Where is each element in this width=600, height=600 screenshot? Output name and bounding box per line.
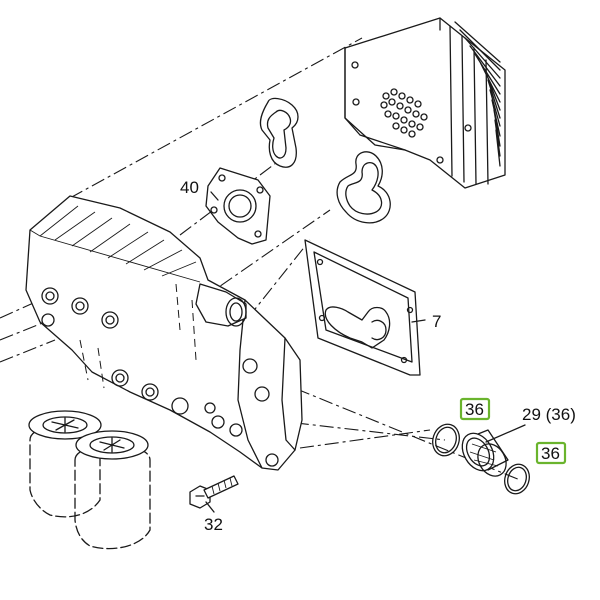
gasket-40 <box>205 167 271 245</box>
bolt-32 <box>189 475 239 509</box>
callout-36-left[interactable]: 36 <box>465 400 484 419</box>
housing-bores <box>41 287 243 437</box>
oil-cooler <box>344 17 506 189</box>
cooler-port-gasket-upper <box>259 97 299 168</box>
oil-filters <box>28 410 151 550</box>
sleeve-29 <box>461 429 509 477</box>
callout-32: 32 <box>204 515 223 534</box>
callout-36-right[interactable]: 36 <box>541 444 560 463</box>
callout-40: 40 <box>180 178 199 197</box>
cooler-port-gasket-lower <box>336 151 391 224</box>
inlet-nozzle <box>195 283 247 327</box>
callout-labels: 40 7 32 36 29 (36) 36 <box>180 178 576 534</box>
highlight-box-left <box>459 397 491 421</box>
o-ring-right <box>504 463 530 495</box>
callout-7: 7 <box>432 312 441 331</box>
cooler-hole-grid <box>380 88 428 138</box>
o-ring-left <box>432 423 460 457</box>
callout-29: 29 (36) <box>522 405 576 424</box>
highlight-box-right <box>535 441 567 465</box>
leader-lines <box>205 191 526 513</box>
oil-cooler-housing <box>25 195 303 471</box>
plate-gasket-7 <box>304 239 421 376</box>
